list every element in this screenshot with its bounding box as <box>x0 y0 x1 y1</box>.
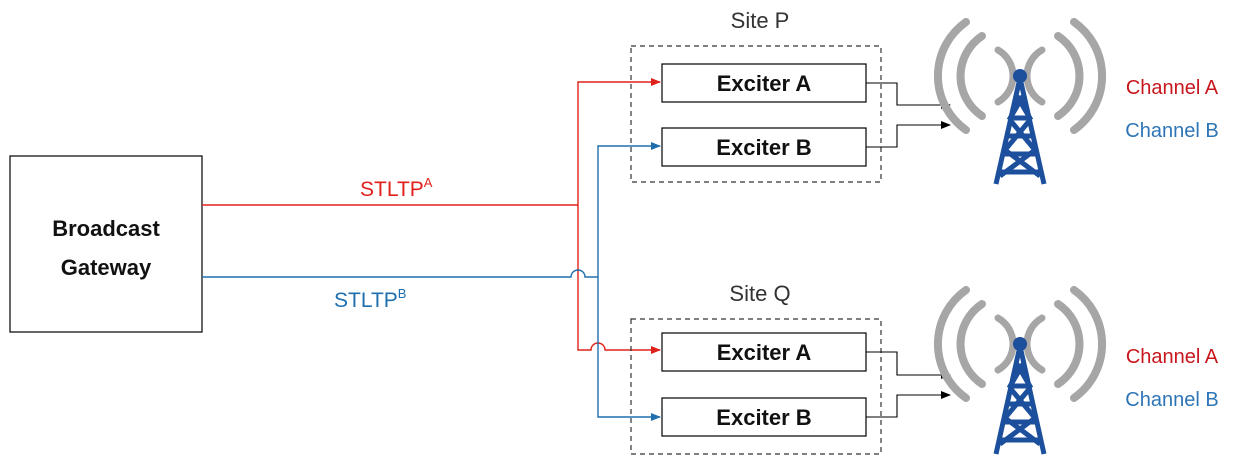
broadcast-tower-icon <box>934 18 1106 185</box>
site-q-title: Site Q <box>729 281 790 306</box>
site-p-title: Site P <box>731 8 790 33</box>
site-p-exciter-b-label: Exciter B <box>716 135 811 160</box>
stltp-b-label: STLTPB <box>334 286 406 312</box>
gateway-label-line2: Gateway <box>61 255 152 280</box>
site-p-channel-a-label: Channel A <box>1126 77 1219 99</box>
gateway-label-line1: Broadcast <box>52 216 160 241</box>
site-p-channel-b-label: Channel B <box>1125 120 1218 142</box>
broadcast-tower-icon <box>934 286 1106 455</box>
broadcast-gateway-box: Broadcast Gateway <box>9 155 203 333</box>
site-q-exciter-b-label: Exciter B <box>716 405 811 430</box>
site-p-exciter-a-box <box>661 63 867 103</box>
site-q-channel-b-label: Channel B <box>1125 389 1218 411</box>
site-q: Site Q Exciter A Exciter B <box>630 281 951 455</box>
site-p-exciter-b-box <box>661 127 867 167</box>
stltp-a-link <box>202 78 661 354</box>
stltp-b-link <box>202 142 661 421</box>
site-q-exciter-a-label: Exciter A <box>717 340 812 365</box>
radio-waves-icon <box>934 286 1106 402</box>
site-q-channel-a-label: Channel A <box>1126 346 1219 368</box>
site-q-exciter-b-box <box>661 397 867 437</box>
site-p: Site P Exciter A Exciter B <box>630 8 951 183</box>
site-p-exciter-a-label: Exciter A <box>717 71 812 96</box>
stltp-a-label: STLTPA <box>360 175 433 201</box>
